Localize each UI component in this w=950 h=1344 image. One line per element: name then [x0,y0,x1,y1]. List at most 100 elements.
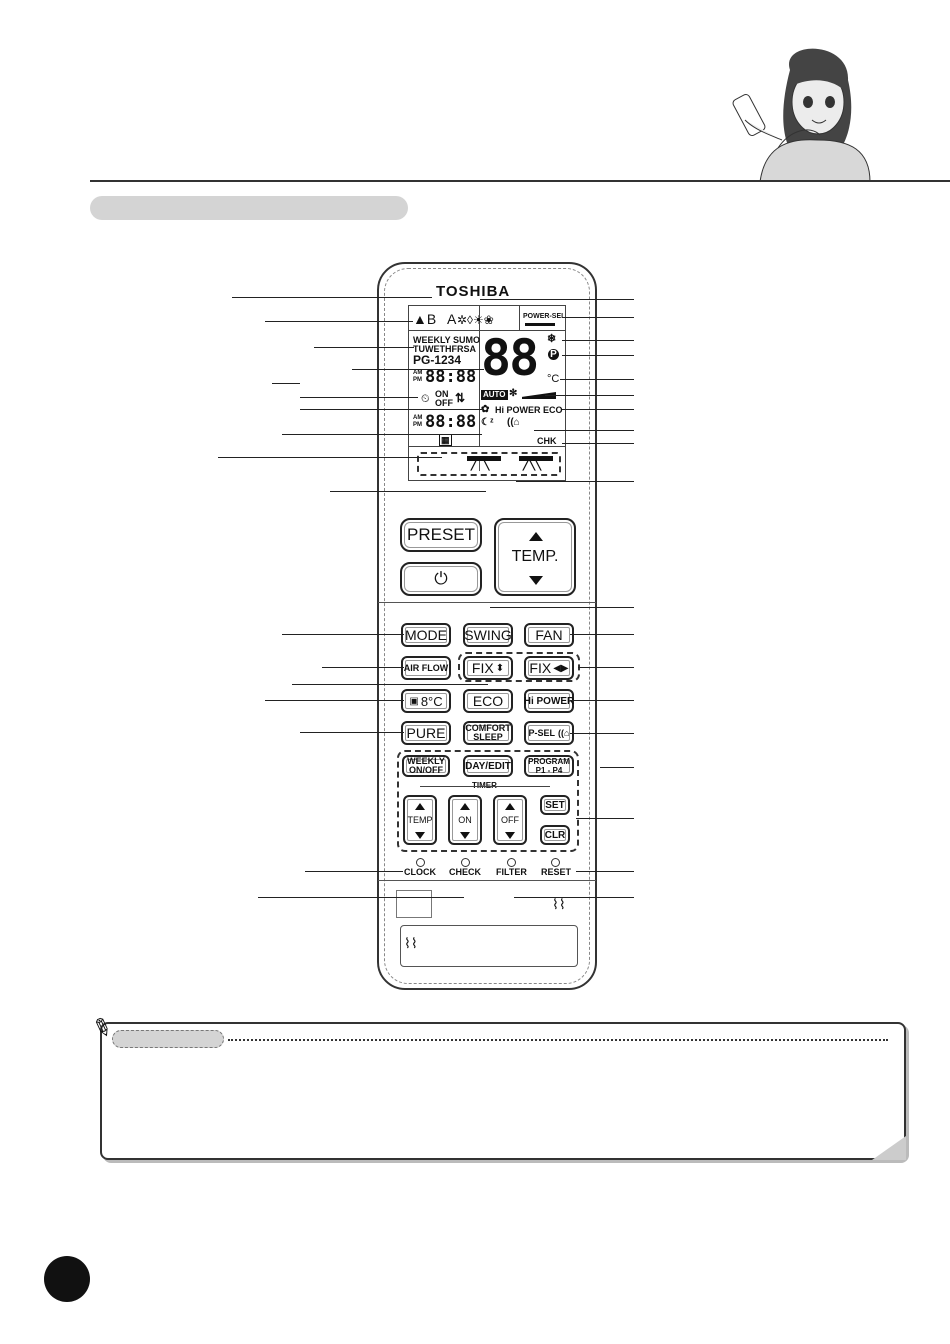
timer-temp-button[interactable]: TEMP [403,795,437,845]
leader-line [570,634,634,635]
timer-temp-label: TEMP [407,815,433,825]
weekly-on-off-button[interactable]: WEEKLY ON/OFF [402,755,450,777]
eight-degree-label: 8°C [420,693,443,709]
fan-button[interactable]: FAN [524,623,574,647]
updown-arrows-icon: ⇅ [455,391,466,405]
vertical-louver-lines: ╱│╲ [471,460,490,471]
set-button[interactable]: SET [540,795,570,815]
lcd-display: ▲B A ✲◊☀❀ POWER-SEL WEEKLY SUMO TUWETHFR… [408,305,566,481]
leader-line [292,684,488,685]
temperature-digits: 88 [481,329,539,387]
ab-indicator: ▲B [413,311,437,327]
fix-vertical-button[interactable]: FIX ⬍ [463,656,513,680]
fix-vertical-label: FIX [471,660,494,676]
check-label: CHECK [449,867,482,877]
comfort-sleep-button[interactable]: COMFORT SLEEP [463,721,513,745]
leader-line [272,383,300,384]
updown-icon: ⬍ [495,662,505,674]
battery-slot-left [396,890,432,918]
remote-inner-outline [384,268,590,984]
clr-button[interactable]: CLR [540,825,570,845]
power-button[interactable]: ⏻ [400,562,482,596]
lcd-divider-v [479,306,480,446]
mode-button[interactable]: MODE [401,623,451,647]
leader-line [490,607,634,608]
eight-degree-button[interactable]: ▣ 8°C [401,689,451,713]
auto-mode-indicator: A [447,311,457,327]
timer-off-down-icon [505,832,515,839]
days-indicator: TUWETHFRSA [413,344,476,354]
leader-line [480,299,634,300]
day-edit-button[interactable]: DAY/EDIT [463,755,513,777]
timer-label: TIMER [472,781,497,790]
leader-line [218,457,442,458]
leader-line [534,430,634,431]
power-sel-bars [525,323,555,326]
program-button[interactable]: PROGRAM P1 - P4 [524,755,574,777]
leftright-icon: ◀▶ [553,662,569,674]
leader-line [570,733,634,734]
filter-label: FILTER [496,867,527,877]
leader-line [232,297,432,298]
one-touch-icon: ((⌂ [507,417,520,428]
temp-label: TEMP. [511,548,559,565]
filter-small-icon: ▣ [409,695,419,707]
leader-line [330,491,486,492]
fan-speed-icon: ✻ [509,388,518,399]
remote-lid-line [378,602,596,603]
leader-line [562,409,634,410]
timer-off-up-icon [505,803,515,810]
eco-button[interactable]: ECO [463,689,513,713]
swing-button[interactable]: SWING [463,623,513,647]
section-heading-bar [90,196,408,220]
timer-on-down-icon [460,832,470,839]
page-number-circle [44,1256,90,1302]
filter-icon: ▦ [439,434,452,446]
lcd-divider-v2 [519,306,520,330]
leader-line [576,871,634,872]
sleep-icon: ☾ᶻ [481,417,494,428]
timer-off-button[interactable]: OFF [493,795,527,845]
louver-dashed-box [417,452,561,476]
leader-line [578,667,634,668]
fix-horizontal-button[interactable]: FIX ◀▶ [524,656,574,680]
leader-line [352,369,484,370]
temp-button[interactable]: TEMP. [494,518,576,596]
leader-line [265,321,413,322]
fan-speed-bars [522,392,556,399]
horizontal-louver-lines: ╱╲╲ [523,460,542,471]
pure-icon: ✿ [481,404,490,415]
reset-pinhole[interactable] [551,858,560,867]
battery-spring-right: ⌇⌇ [552,896,566,912]
preset-button[interactable]: PRESET [400,518,482,552]
vertical-louver-icon [467,456,501,461]
hipower-eco-indicator: Hi POWER ECO [495,405,563,415]
p-sel-label: P-SEL [528,727,556,738]
note-box [100,1022,906,1160]
p-sel-button[interactable]: P-SEL ((⌂ [524,721,574,745]
timer-temp-down-icon [415,832,425,839]
fan-icon: ❄ [547,333,557,345]
brand-logo: TOSHIBA [436,283,511,300]
air-flow-button[interactable]: AIR FLOW [401,656,451,680]
hi-power-button[interactable]: Hi POWER [524,689,574,713]
pure-button[interactable]: PURE [401,721,451,745]
on-off-indicator: ON OFF [435,389,453,408]
leader-line [305,871,403,872]
chk-indicator: CHK [537,436,557,446]
mode-icons: ✲◊☀❀ [457,313,494,327]
timer-digits-bottom: 88:88 [425,412,477,432]
clock-icon: ⏲ [421,393,430,405]
temp-down-icon [529,576,543,585]
clock-label: CLOCK [404,867,436,877]
filter-pinhole[interactable] [507,858,516,867]
timer-off-label: OFF [501,815,519,825]
leader-line [562,355,634,356]
timer-on-button[interactable]: ON [448,795,482,845]
clock-pinhole[interactable] [416,858,425,867]
ampm-bottom: AM PM [413,415,423,428]
check-pinhole[interactable] [461,858,470,867]
celsius-indicator: °C [547,373,560,385]
leader-line [516,481,634,482]
battery-spring-left: ⌇⌇ [404,935,418,951]
